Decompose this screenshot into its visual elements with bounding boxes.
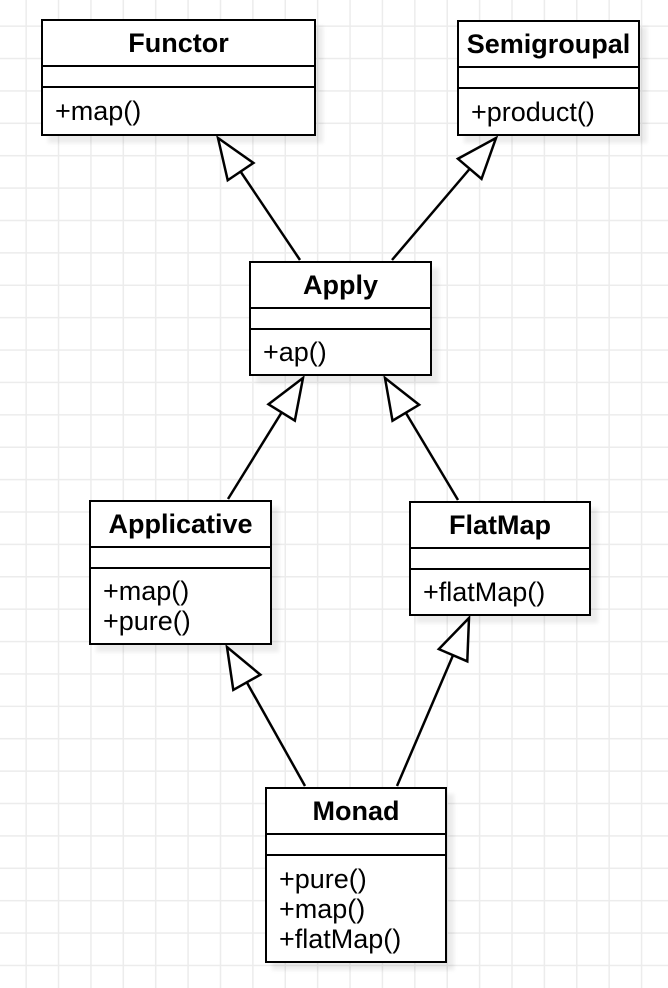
class-flatmap-methods: +flatMap()	[411, 570, 589, 614]
class-functor[interactable]: Functor +map()	[41, 19, 316, 136]
class-applicative-title: Applicative	[91, 502, 270, 548]
class-apply-methods: +ap()	[251, 330, 430, 374]
edge-applicative-apply[interactable]	[226, 375, 305, 500]
class-functor-attributes	[43, 67, 314, 88]
edge-apply-functor[interactable]	[216, 135, 302, 261]
method-label: +map()	[279, 893, 366, 924]
method-label: +ap()	[263, 337, 327, 367]
class-monad-title: Monad	[267, 789, 445, 835]
class-semigroupal-methods: +product()	[459, 89, 638, 134]
class-semigroupal-attributes	[459, 68, 638, 89]
method-label: +map()	[55, 96, 142, 126]
class-monad-methods: +pure() +map() +flatMap()	[267, 856, 445, 961]
method-label: +map()	[103, 576, 190, 606]
edge-monad-flatmap[interactable]	[395, 614, 471, 787]
class-functor-title: Functor	[43, 21, 314, 67]
class-semigroupal[interactable]: Semigroupal +product()	[457, 20, 640, 136]
class-monad[interactable]: Monad +pure() +map() +flatMap()	[265, 787, 447, 963]
class-apply[interactable]: Apply +ap()	[249, 261, 432, 376]
class-flatmap-title: FlatMap	[411, 503, 589, 549]
method-label: +flatMap()	[423, 577, 546, 607]
class-apply-title: Apply	[251, 263, 430, 309]
class-applicative-attributes	[91, 548, 270, 569]
class-flatmap-attributes	[411, 549, 589, 570]
class-monad-attributes	[267, 835, 445, 856]
method-label: +product()	[471, 96, 595, 127]
edge-apply-semigroupal[interactable]	[391, 135, 499, 261]
method-label: +pure()	[103, 606, 191, 636]
class-applicative[interactable]: Applicative +map() +pure()	[89, 500, 272, 645]
class-functor-methods: +map()	[43, 88, 314, 134]
edge-monad-applicative[interactable]	[225, 643, 307, 787]
class-apply-attributes	[251, 309, 430, 330]
class-applicative-methods: +map() +pure()	[91, 569, 270, 643]
method-label: +pure()	[279, 863, 367, 894]
method-label: +flatMap()	[279, 923, 402, 954]
class-semigroupal-title: Semigroupal	[459, 22, 638, 68]
edge-flatmap-apply[interactable]	[383, 374, 460, 501]
class-flatmap[interactable]: FlatMap +flatMap()	[409, 501, 591, 616]
